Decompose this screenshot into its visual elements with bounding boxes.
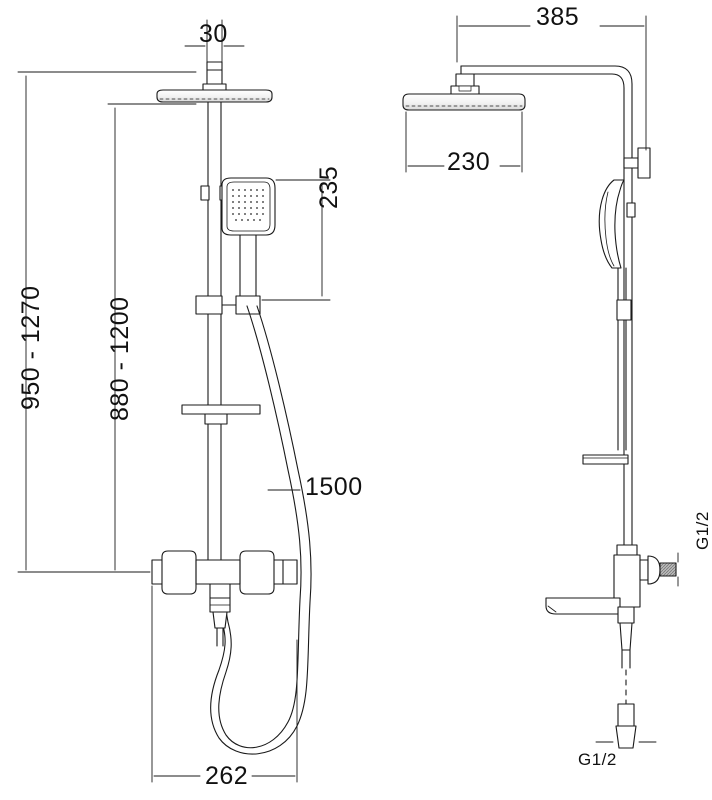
hose-tail-side — [615, 669, 637, 749]
dim-label-rail-height: 880 - 1200 — [106, 296, 134, 421]
side-view-geometry — [402, 65, 677, 749]
dim-30 — [184, 19, 245, 67]
dim-385 — [456, 15, 647, 151]
dim-label-hose-length: 1500 — [305, 473, 363, 501]
dim-label-inlet-thread: G1/2 — [693, 511, 712, 550]
dimension-lines — [17, 15, 679, 783]
rain-head-connector-side — [450, 73, 480, 95]
dim-230 — [405, 111, 523, 173]
hand-shower-front — [221, 177, 276, 307]
dim-label-riser-offset: 30 — [199, 20, 228, 48]
shelf-bracket-side — [582, 454, 629, 465]
dim-label-hand-shower-height: 235 — [315, 165, 343, 209]
dim-262 — [151, 585, 298, 783]
shower-hose-front — [210, 305, 312, 755]
shelf-bracket-front — [181, 404, 261, 425]
hand-shower-holder — [195, 295, 261, 315]
dim-label-overall-height: 950 - 1270 — [17, 285, 45, 410]
thermostatic-mixer-front — [151, 550, 298, 647]
dim-label-outlet-thread: G1/2 — [578, 750, 617, 769]
dim-950-1270 — [17, 71, 197, 573]
riser-top-stub — [202, 61, 227, 93]
riser-clamp-side — [616, 299, 632, 321]
dim-label-base-width: 262 — [205, 762, 249, 790]
mixer-valve-side — [545, 544, 677, 669]
dim-label-head-width: 230 — [447, 148, 491, 176]
dim-880-1200 — [107, 103, 197, 571]
front-view-geometry — [151, 61, 312, 755]
hand-shower-side — [598, 179, 636, 451]
rain-shower-head-front — [156, 89, 273, 103]
dim-label-arm-reach: 385 — [536, 3, 580, 31]
riser-rail-front — [207, 101, 222, 561]
dim-235 — [261, 179, 331, 301]
wall-mount-bracket-side — [623, 147, 651, 179]
shower-arm-side — [460, 65, 633, 561]
rain-shower-head-side — [402, 93, 526, 111]
